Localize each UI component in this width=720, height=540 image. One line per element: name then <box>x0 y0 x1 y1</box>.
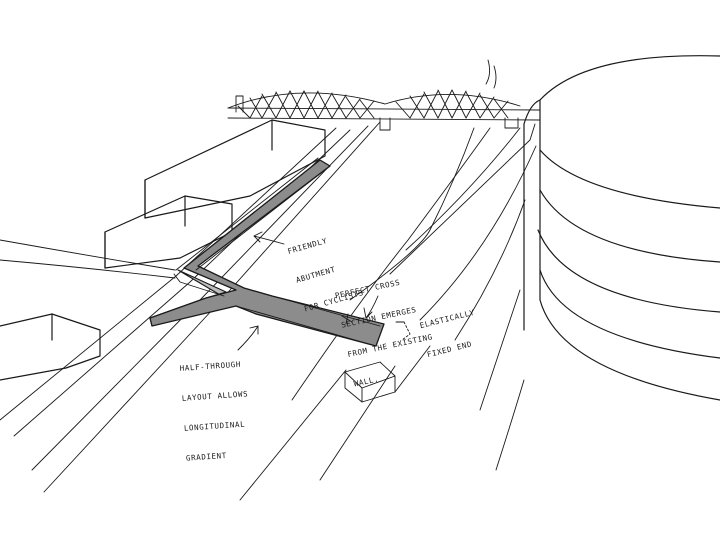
fixed-end-line-1: ELASTICALLY <box>418 307 476 331</box>
half-through-line-2: LAYOUT ALLOWS <box>181 389 249 403</box>
abutment-leader <box>253 231 285 245</box>
cross-section-leader <box>363 295 379 319</box>
abutment-line-1: FRIENDLY <box>286 235 329 256</box>
y-footbridge <box>149 157 385 347</box>
cross-section-line-3: FROM THE EXISTING <box>346 332 434 360</box>
annotation-leaders <box>237 231 405 351</box>
half-through-note: HALF-THROUGH LAYOUT ALLOWS LONGITUDINAL … <box>178 339 253 473</box>
fixed-end-line-2: FIXED END <box>426 339 473 360</box>
cross-mark <box>341 313 353 325</box>
half-through-leader <box>237 325 259 351</box>
half-through-line-4: GRADIENT <box>185 450 228 463</box>
half-through-line-3: LONGITUDINAL <box>183 419 246 433</box>
cross-section-line-1: PERFECT CROSS <box>334 277 402 301</box>
half-through-line-1: HALF-THROUGH <box>179 359 242 373</box>
river-embankment <box>239 123 537 501</box>
warehouse-buildings <box>0 119 326 381</box>
curved-building <box>523 55 720 401</box>
truss-bridge <box>227 59 541 131</box>
